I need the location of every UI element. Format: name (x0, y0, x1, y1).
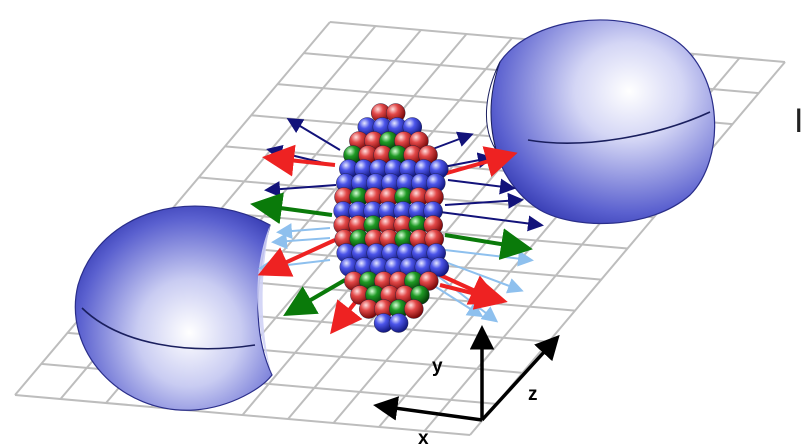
x-axis-label: x (418, 428, 429, 446)
participant-fireball (333, 103, 449, 333)
emission-arrow (250, 192, 333, 225)
edge-label: I (794, 102, 804, 140)
emission-arrow (276, 223, 331, 240)
emission-arrow (286, 117, 341, 151)
z-axis-label: z (528, 384, 538, 405)
z-axis-arrow (480, 334, 560, 422)
emission-arrows (250, 117, 544, 335)
left-spectator-nucleus (74, 205, 273, 411)
x-axis-arrow (373, 396, 483, 422)
right-spectator-nucleus (485, 19, 716, 225)
emission-arrow (447, 178, 516, 195)
coordinate-axes: y x z (373, 325, 560, 446)
emission-arrow (429, 269, 499, 323)
emission-arrow (429, 131, 474, 151)
emission-arrow (283, 278, 347, 317)
emission-arrow (271, 233, 331, 250)
emission-arrow (439, 278, 508, 310)
emission-arrow (444, 249, 534, 267)
grid-line (14, 394, 471, 436)
emission-arrow (439, 146, 518, 177)
nucleon (419, 271, 439, 291)
emission-arrow (439, 211, 544, 232)
emission-arrow (262, 144, 336, 177)
nucleon (429, 257, 449, 277)
emission-arrow (257, 238, 336, 277)
emission-arrow (444, 192, 524, 209)
emission-arrow (444, 228, 533, 260)
emission-arrow (264, 181, 337, 198)
nucleon (404, 299, 424, 319)
y-axis-label: y (432, 356, 443, 377)
nucleon (388, 313, 409, 333)
